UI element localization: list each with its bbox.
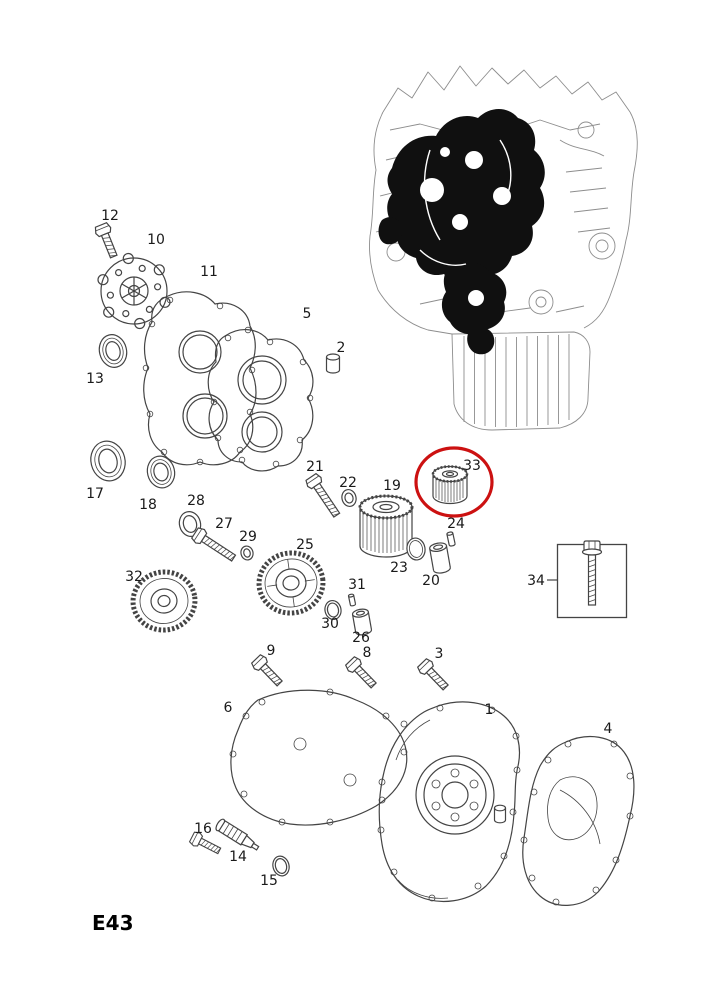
part-label-8: 8 [363, 645, 372, 661]
part-label-23: 23 [390, 560, 408, 576]
part-label-5: 5 [303, 306, 312, 322]
part-33-gear-highlighted [431, 465, 469, 505]
part-label-16: 16 [194, 821, 212, 837]
part-label-27: 27 [215, 516, 233, 532]
part-12-bolt [92, 221, 122, 261]
part-10-flange-plate [97, 252, 171, 330]
part-29-washer [240, 545, 254, 561]
part-20-spacer-cylinder [429, 542, 451, 574]
part-label-15: 15 [260, 873, 278, 889]
page-code: E43 [92, 911, 134, 935]
part-label-13: 13 [86, 371, 104, 387]
part-label-11: 11 [200, 264, 218, 280]
highlight-circle [414, 446, 494, 518]
part-11-gasket [142, 291, 257, 466]
part-4-gasket [520, 735, 635, 906]
part-label-32: 32 [125, 569, 143, 585]
part-26-spacer-cylinder [351, 608, 373, 636]
part-label-30: 30 [321, 616, 339, 632]
part-17-seal-ring [90, 440, 126, 482]
part-6-gasket [229, 688, 408, 826]
part-25-gear-pulley [256, 550, 326, 616]
part-3-bolt [415, 656, 452, 694]
part-22-washer [341, 488, 357, 508]
part-2-dowel-pin [325, 353, 341, 374]
part-label-24: 24 [447, 516, 465, 532]
part-label-9: 9 [267, 643, 276, 659]
part-31-pin [347, 593, 357, 607]
part-label-2: 2 [337, 340, 346, 356]
part-30-ring [324, 599, 342, 621]
part-label-10: 10 [147, 232, 165, 248]
part-label-34: 34 [527, 573, 545, 589]
part-15-o-ring [272, 855, 290, 877]
part-14-sensor [215, 818, 260, 851]
part-28-ring [178, 511, 202, 537]
part-label-18: 18 [139, 497, 157, 513]
part-label-14: 14 [229, 849, 247, 865]
part-label-4: 4 [604, 721, 613, 737]
part-label-31: 31 [348, 577, 366, 593]
part-label-1: 1 [485, 702, 494, 718]
part-34-boxed-bolt [547, 540, 628, 619]
part-label-21: 21 [306, 459, 324, 475]
part-27-bolt [190, 525, 239, 566]
engine-assembly-illustration [369, 65, 638, 431]
part-label-26: 26 [352, 630, 370, 646]
timing-cover-highlight-silhouette [378, 109, 545, 355]
part-32-gear [130, 569, 198, 633]
part-24-pin [446, 531, 456, 547]
part-label-22: 22 [339, 475, 357, 491]
part-23-ring [406, 537, 426, 561]
part-label-29: 29 [239, 529, 257, 545]
part-5-front-cover-plate [207, 329, 314, 472]
part-21-bolt [303, 471, 344, 521]
part-19-gear-cylindrical [358, 494, 414, 558]
part-label-19: 19 [383, 478, 401, 494]
part-18-seal-ring [146, 455, 176, 489]
part-label-28: 28 [187, 493, 205, 509]
dowel-pin [493, 804, 507, 824]
part-1-timing-cover [377, 701, 521, 903]
part-label-20: 20 [422, 573, 440, 589]
part-label-3: 3 [435, 646, 444, 662]
part-label-17: 17 [86, 486, 104, 502]
part-label-33: 33 [463, 458, 481, 474]
part-label-12: 12 [101, 208, 119, 224]
part-13-seal-ring [98, 334, 128, 368]
part-label-25: 25 [296, 537, 314, 553]
part-label-6: 6 [224, 700, 233, 716]
